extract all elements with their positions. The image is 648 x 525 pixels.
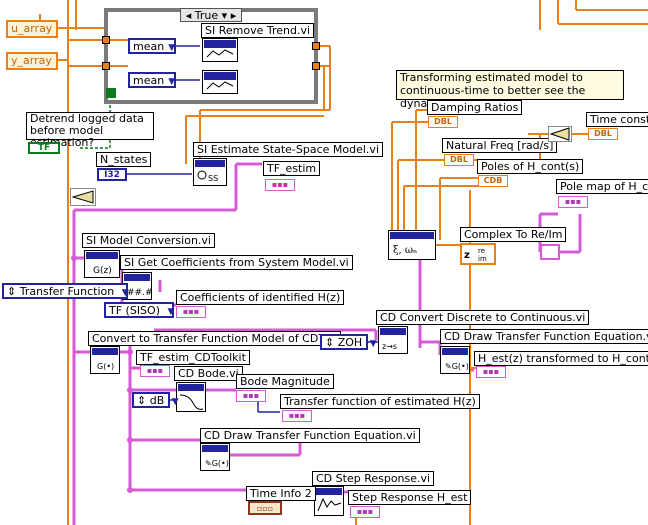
cd-d2c-vi[interactable]: z→s — [378, 326, 408, 354]
svg-text:SS: SS — [208, 174, 218, 183]
detrend-boolean-control[interactable]: TF — [28, 142, 60, 154]
enum-arrows-icon: ⇕ — [137, 394, 147, 407]
svg-text:##.#: ##.# — [127, 288, 151, 298]
model-conversion-vi[interactable]: G(z) — [84, 250, 120, 278]
tf-est-hz-indicator: ▪▪▪ — [282, 410, 312, 422]
dropdown-icon: ▼ — [168, 77, 176, 87]
step-response-indicator: ▪▪▪ — [350, 506, 380, 518]
remove-trend-label: SI Remove Trend.vi — [201, 23, 315, 38]
cd-draw-tf-1-vi[interactable]: ✎G(•) — [200, 443, 230, 471]
reciprocal-node[interactable] — [548, 126, 572, 142]
polymorphic-node-icon[interactable] — [70, 188, 96, 206]
cd-draw-tf-2-vi[interactable]: ✎G(•) — [440, 346, 470, 374]
n-states-label: N_states — [96, 152, 152, 167]
cd-d2c-label: CD Convert Discrete to Continuous.vi — [376, 310, 590, 325]
svg-text:G(z): G(z) — [93, 266, 112, 276]
bundle-node[interactable] — [540, 244, 560, 260]
cd-step-label: CD Step Response.vi — [312, 471, 435, 486]
natural-freq-indicator: DBL — [444, 154, 474, 166]
transfer-function-select[interactable]: ⇕ Transfer Function ▼ — [2, 283, 129, 299]
dropdown-icon: ▼ — [121, 288, 129, 298]
enum-arrows-icon: ⇕ — [325, 336, 335, 349]
n-states-control[interactable]: I32 — [97, 168, 127, 181]
damp-freq-vi[interactable]: ξ, ωₙ — [388, 230, 436, 260]
remove-trend-vi-1[interactable] — [202, 38, 238, 62]
remove-trend-vi-2[interactable] — [202, 70, 238, 94]
dropdown-icon: ▼ — [369, 339, 377, 349]
case-tunnel-out-1 — [312, 42, 320, 50]
cd-bode-label: CD Bode.vi — [174, 366, 243, 381]
convert-cdt-vi[interactable]: G(•) — [90, 346, 120, 374]
svg-text:✎G(•): ✎G(•) — [205, 459, 229, 468]
pole-map-indicator: ▪▪▪ — [558, 196, 588, 208]
cd-step-vi[interactable] — [314, 486, 344, 516]
damping-label: Damping Ratios — [427, 100, 523, 115]
time-const-label: Time constan — [586, 112, 648, 127]
svg-text:ξ, ωₙ: ξ, ωₙ — [393, 245, 417, 256]
detrend-label: Detrend logged data before model estimat… — [26, 112, 154, 149]
model-conversion-label: SI Model Conversion.vi — [82, 233, 215, 248]
poles-indicator: CDB — [478, 175, 508, 187]
case-selector-value: True — [194, 9, 219, 22]
dropdown-icon: ▼ — [168, 43, 176, 53]
tf-estim-cdt-label: TF_estim_CDToolkit — [136, 350, 250, 365]
estimate-ss-label: SI Estimate State-Space Model.vi — [193, 142, 383, 157]
cd-draw-tf-2-label: CD Draw Transfer Function Equation.vi — [440, 329, 648, 344]
h-est-cont-label: H_est(z) transformed to H_cont(s) — [474, 351, 648, 366]
svg-text:im: im — [478, 255, 487, 263]
h-est-cont-indicator: ▪▪▪ — [476, 366, 506, 378]
tf-estim-indicator: ▪▪▪ — [265, 179, 295, 191]
case-selector-terminal — [106, 88, 116, 98]
time-info-label: Time Info 2 — [246, 486, 316, 501]
case-prev-icon[interactable]: ◂ — [185, 9, 192, 22]
damping-indicator: DBL — [428, 116, 458, 128]
case-selector[interactable]: ◂ True ▾ ▸ — [180, 8, 242, 22]
svg-text:G(•): G(•) — [97, 362, 114, 371]
coefficients-indicator: ▪▪▪ — [176, 306, 206, 318]
cd-draw-tf-1-label: CD Draw Transfer Function Equation.vi — [200, 428, 420, 443]
tf-estim-label: TF_estim — [263, 161, 321, 176]
tf-siso-select[interactable]: TF (SISO) ▼ — [104, 302, 174, 318]
dropdown-icon: ▼ — [167, 307, 175, 317]
tf-estim-cdt-indicator: ▪▪▪ — [140, 365, 170, 377]
svg-text:✎G(•): ✎G(•) — [445, 362, 469, 371]
tf-est-hz-label: Transfer function of estimated H(z) — [280, 394, 480, 409]
enum-arrows-icon: ⇕ — [7, 285, 17, 298]
dropdown-icon: ▼ — [171, 397, 179, 407]
time-const-indicator: DBL — [588, 128, 618, 140]
cd-bode-vi[interactable] — [176, 382, 206, 412]
complex-reim-label: Complex To Re/Im — [460, 227, 567, 242]
comment-text: Transforming estimated model to continuo… — [396, 70, 624, 110]
case-tunnel-in-2 — [102, 62, 110, 70]
case-tunnel-in-1 — [102, 36, 110, 44]
bode-magnitude-label: Bode Magnitude — [236, 374, 334, 389]
svg-text:z: z — [464, 250, 470, 261]
mean-select-2[interactable]: mean▼ — [128, 72, 176, 88]
mean-select-1[interactable]: mean▼ — [128, 38, 176, 54]
svg-text:re: re — [478, 247, 485, 255]
time-info-node[interactable]: ▫▫▫ — [248, 501, 282, 515]
case-tunnel-out-2 — [312, 62, 320, 70]
case-dropdown-icon[interactable]: ▾ — [221, 9, 228, 22]
case-next-icon[interactable]: ▸ — [230, 9, 237, 22]
y-array-control[interactable]: y_array — [6, 52, 58, 70]
convert-cdt-label: Convert to Transfer Function Model of CD… — [88, 331, 341, 346]
get-coefficients-label: SI Get Coefficients from System Model.vi — [120, 255, 353, 270]
poles-label: Poles of H_cont(s) — [477, 159, 584, 174]
zoh-select[interactable]: ⇕ ZOH ▼ — [320, 334, 377, 350]
pole-map-label: Pole map of H_cont — [556, 179, 648, 194]
bode-magnitude-indicator: ▪▪▪ — [236, 390, 266, 402]
svg-text:z→s: z→s — [382, 342, 397, 351]
natural-freq-label: Natural Freq [rad/s] — [442, 138, 558, 153]
db-select[interactable]: ⇕ dB ▼ — [132, 392, 179, 408]
estimate-ss-vi[interactable]: SS — [193, 158, 227, 186]
coefficients-label: Coefficients of identified H(z) — [176, 290, 345, 305]
step-response-label: Step Response H_est — [348, 490, 472, 505]
u-array-control[interactable]: u_array — [6, 20, 58, 38]
